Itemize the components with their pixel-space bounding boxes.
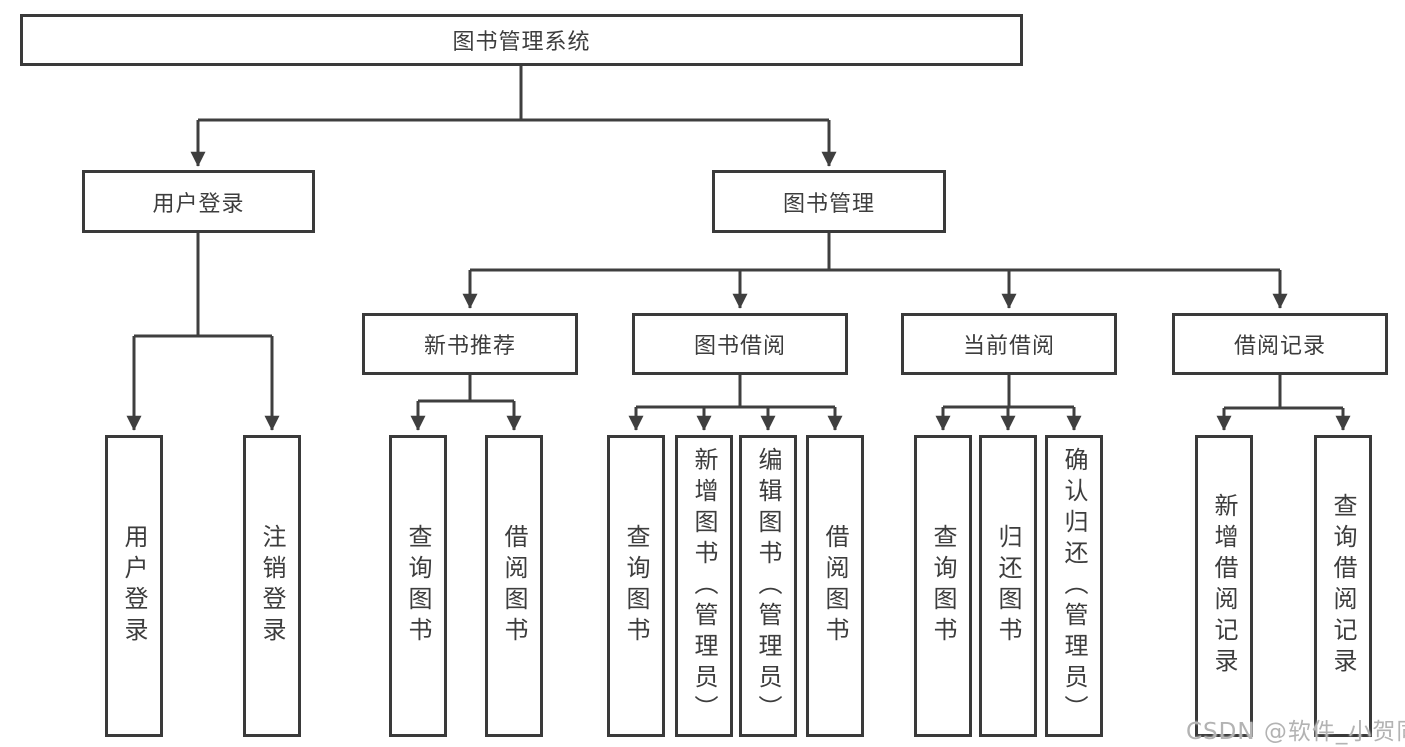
node-new-book-recommend: 新书推荐 xyxy=(362,313,578,375)
leaf-logout: 注销登录 xyxy=(243,435,301,737)
node-book-borrow: 图书借阅 xyxy=(632,313,848,375)
leaf-query-books-3: 查询图书 xyxy=(914,435,972,737)
leaf-edit-books-admin: 编辑图书（管理员） xyxy=(739,435,797,737)
leaf-confirm-return-admin: 确认归还（管理员） xyxy=(1045,435,1103,737)
leaf-query-borrow-record: 查询借阅记录 xyxy=(1314,435,1372,737)
leaf-add-books-admin: 新增图书（管理员） xyxy=(675,435,733,737)
leaf-borrow-books-2: 借阅图书 xyxy=(806,435,864,737)
leaf-query-books-2: 查询图书 xyxy=(607,435,665,737)
leaf-add-borrow-record: 新增借阅记录 xyxy=(1195,435,1253,737)
node-user-login: 用户登录 xyxy=(82,170,315,233)
node-borrow-records: 借阅记录 xyxy=(1172,313,1388,375)
node-root: 图书管理系统 xyxy=(20,14,1023,66)
node-current-borrow: 当前借阅 xyxy=(901,313,1117,375)
watermark: CSDN @软件_小贺同学 xyxy=(1186,719,1405,745)
leaf-query-books-1: 查询图书 xyxy=(389,435,447,737)
leaf-borrow-books-1: 借阅图书 xyxy=(485,435,543,737)
node-book-management: 图书管理 xyxy=(712,170,946,233)
leaf-user-login: 用户登录 xyxy=(105,435,163,737)
leaf-return-books: 归还图书 xyxy=(979,435,1037,737)
